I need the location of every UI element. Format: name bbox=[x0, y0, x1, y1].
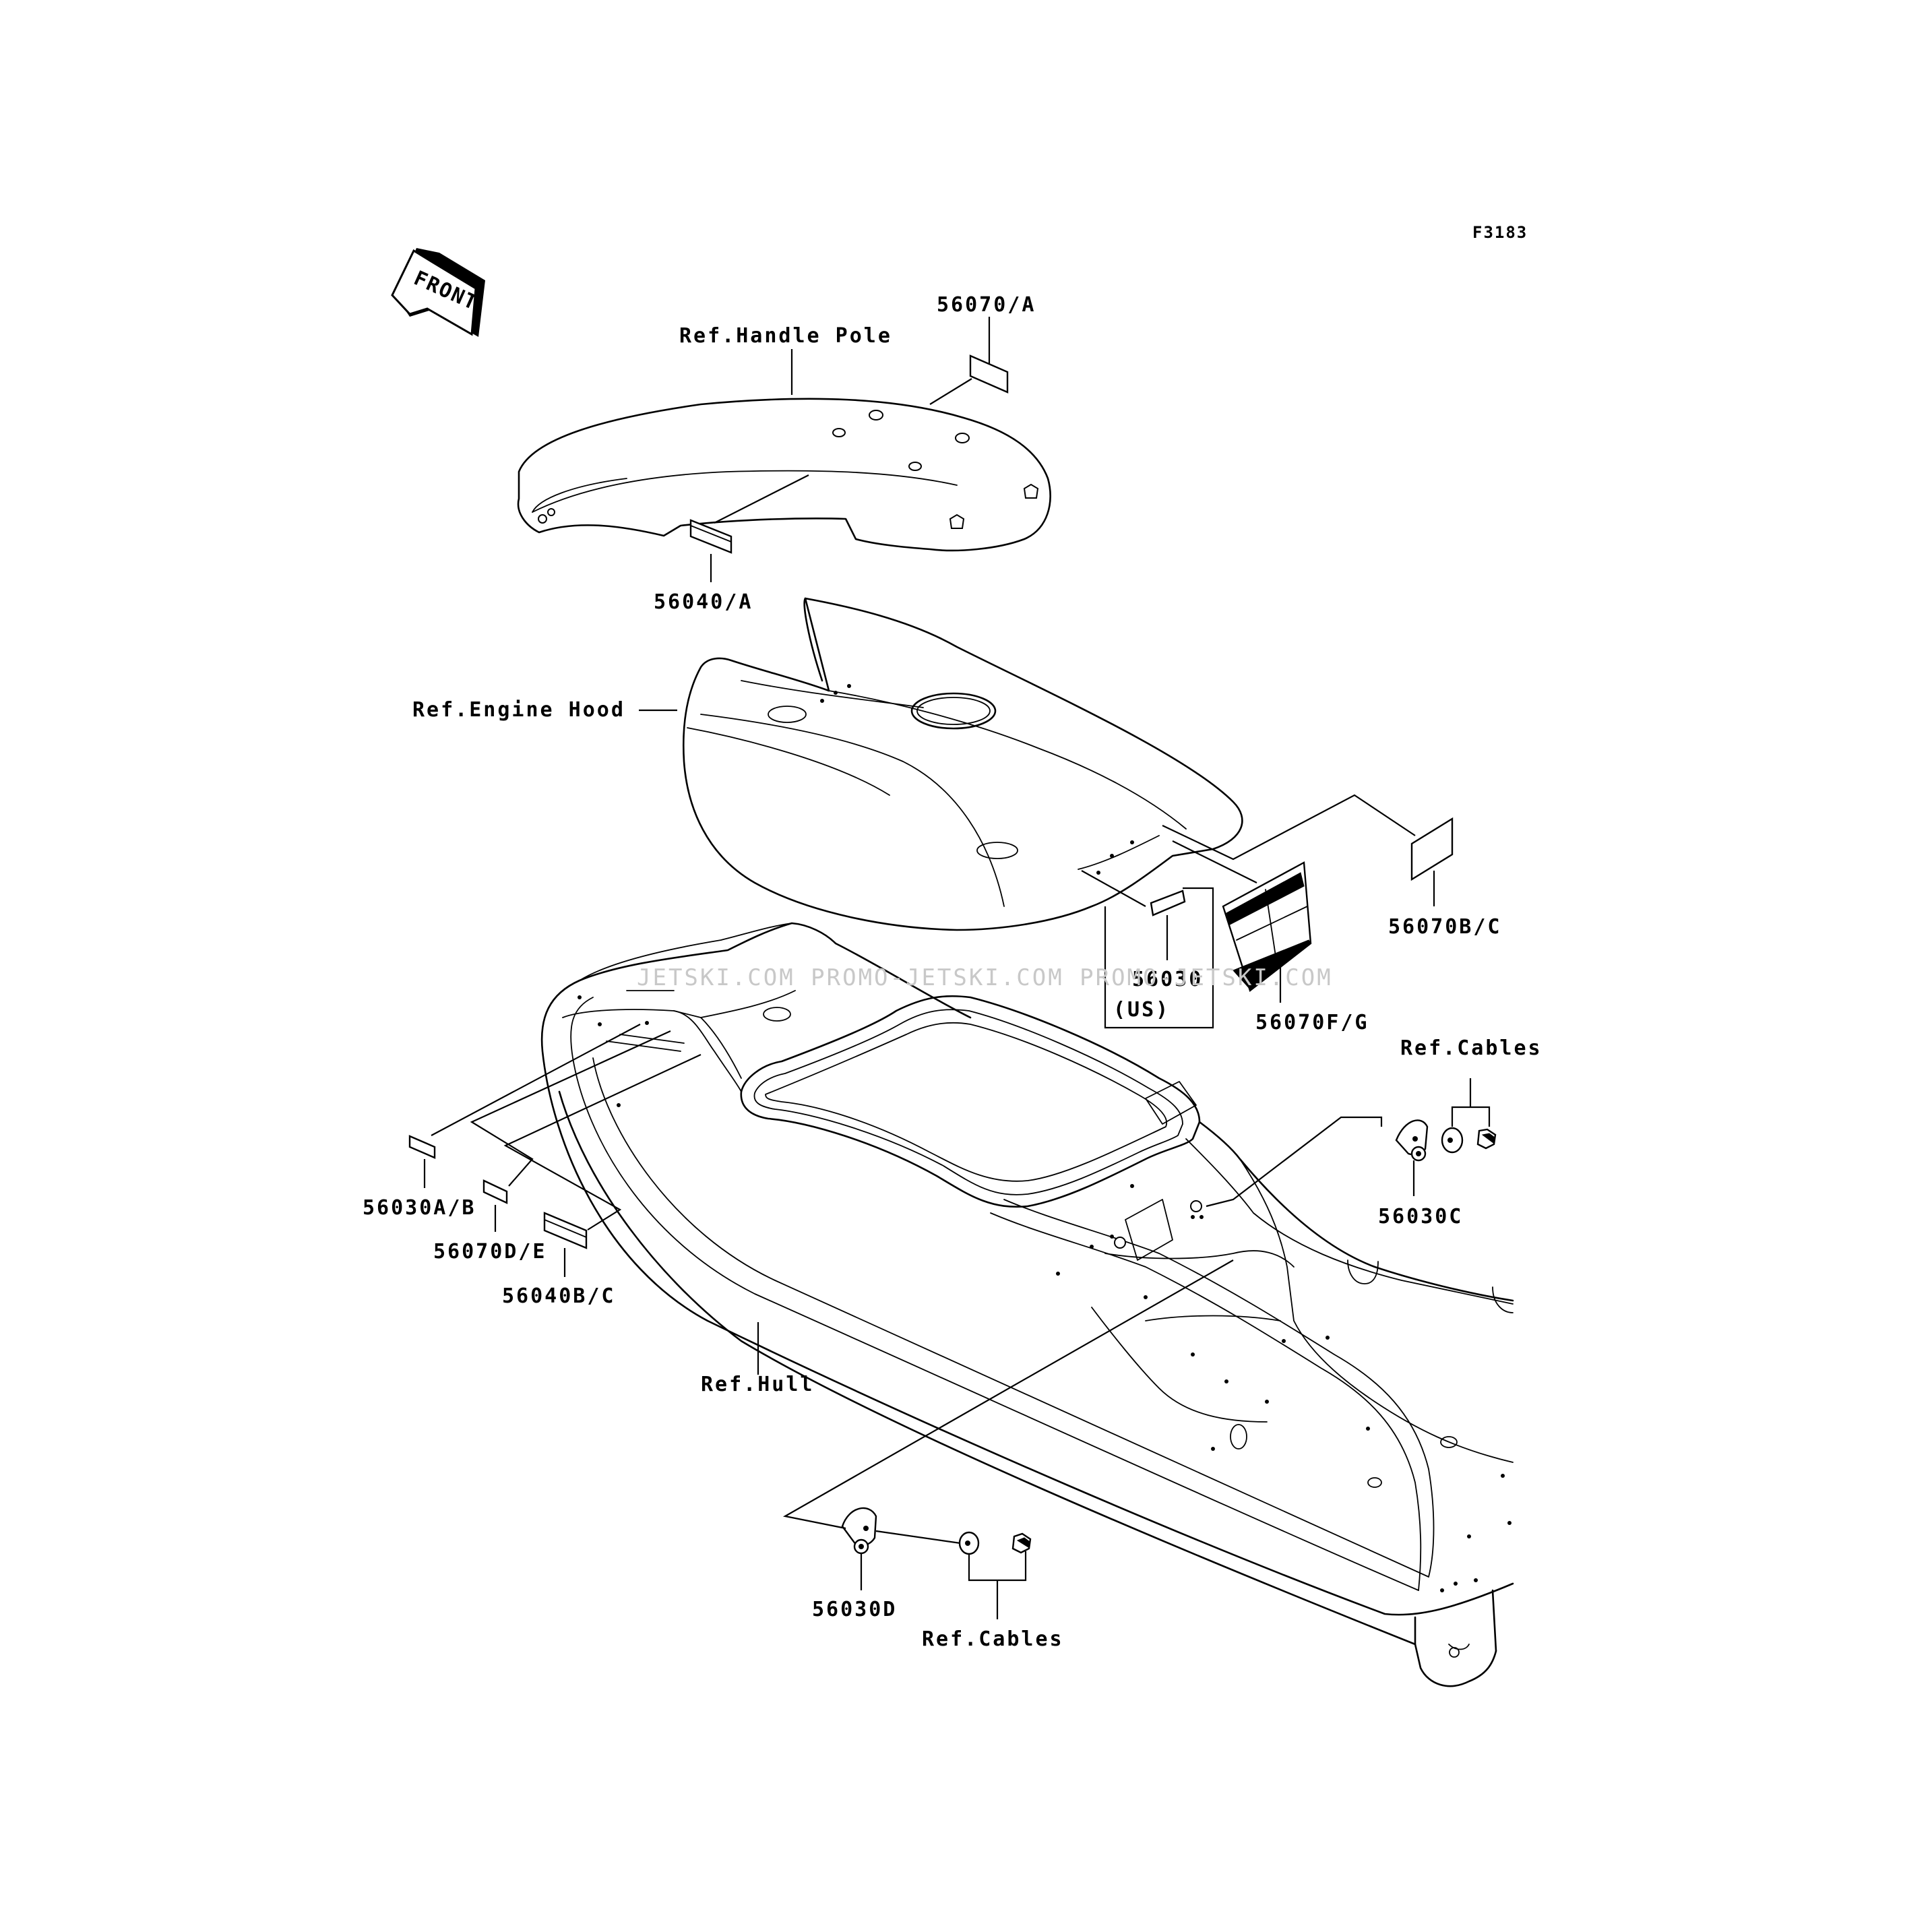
watermark: JETSKI.COM PROMO-JETSKI.COM PROMO-JETSKI… bbox=[637, 964, 1333, 991]
decal-56040bc bbox=[503, 1054, 702, 1277]
front-arrow-icon: FRONT bbox=[391, 248, 485, 337]
engine-hood-part bbox=[682, 597, 1243, 931]
part-56030-us-label: (US) bbox=[1113, 998, 1170, 1022]
decal-56070fg bbox=[1172, 840, 1312, 1003]
part-56030c-label: 56030C bbox=[1378, 1205, 1463, 1228]
part-56070fg-label: 56070F/G bbox=[1255, 1011, 1369, 1034]
part-56030d-label: 56030D bbox=[812, 1598, 897, 1621]
ref-handle-pole-label: Ref.Handle Pole bbox=[679, 324, 892, 348]
cable-cap-56030c bbox=[1206, 1078, 1497, 1208]
ref-hull-label: Ref.Hull bbox=[701, 1373, 815, 1396]
decal-56030-us bbox=[1081, 870, 1214, 1029]
part-56030-label: 56030 bbox=[1132, 968, 1203, 991]
hull-part bbox=[540, 922, 1514, 1687]
cable-cap-56030d bbox=[782, 1259, 1234, 1619]
handle-pole-part bbox=[517, 398, 1051, 552]
ref-cables-bottom-label: Ref.Cables bbox=[922, 1627, 1064, 1651]
figure-code: F3183 bbox=[1472, 223, 1528, 242]
part-56040a-label: 56040/A bbox=[654, 590, 753, 614]
ref-engine-hood-label: Ref.Engine Hood bbox=[412, 698, 625, 722]
decal-56030ab bbox=[408, 1024, 641, 1188]
part-56030ab-label: 56030A/B bbox=[363, 1196, 476, 1220]
ref-cables-right-label: Ref.Cables bbox=[1400, 1036, 1543, 1060]
part-56070a-label: 56070/A bbox=[937, 293, 1036, 317]
decal-56070de bbox=[470, 1030, 671, 1232]
part-56070de-label: 56070D/E bbox=[433, 1240, 547, 1264]
decal-56070bc bbox=[1162, 794, 1454, 906]
decal-56040a bbox=[689, 474, 809, 582]
decal-56070a bbox=[929, 317, 1009, 405]
part-56070bc-label: 56070B/C bbox=[1388, 915, 1502, 939]
part-56040bc-label: 56040B/C bbox=[502, 1284, 616, 1308]
